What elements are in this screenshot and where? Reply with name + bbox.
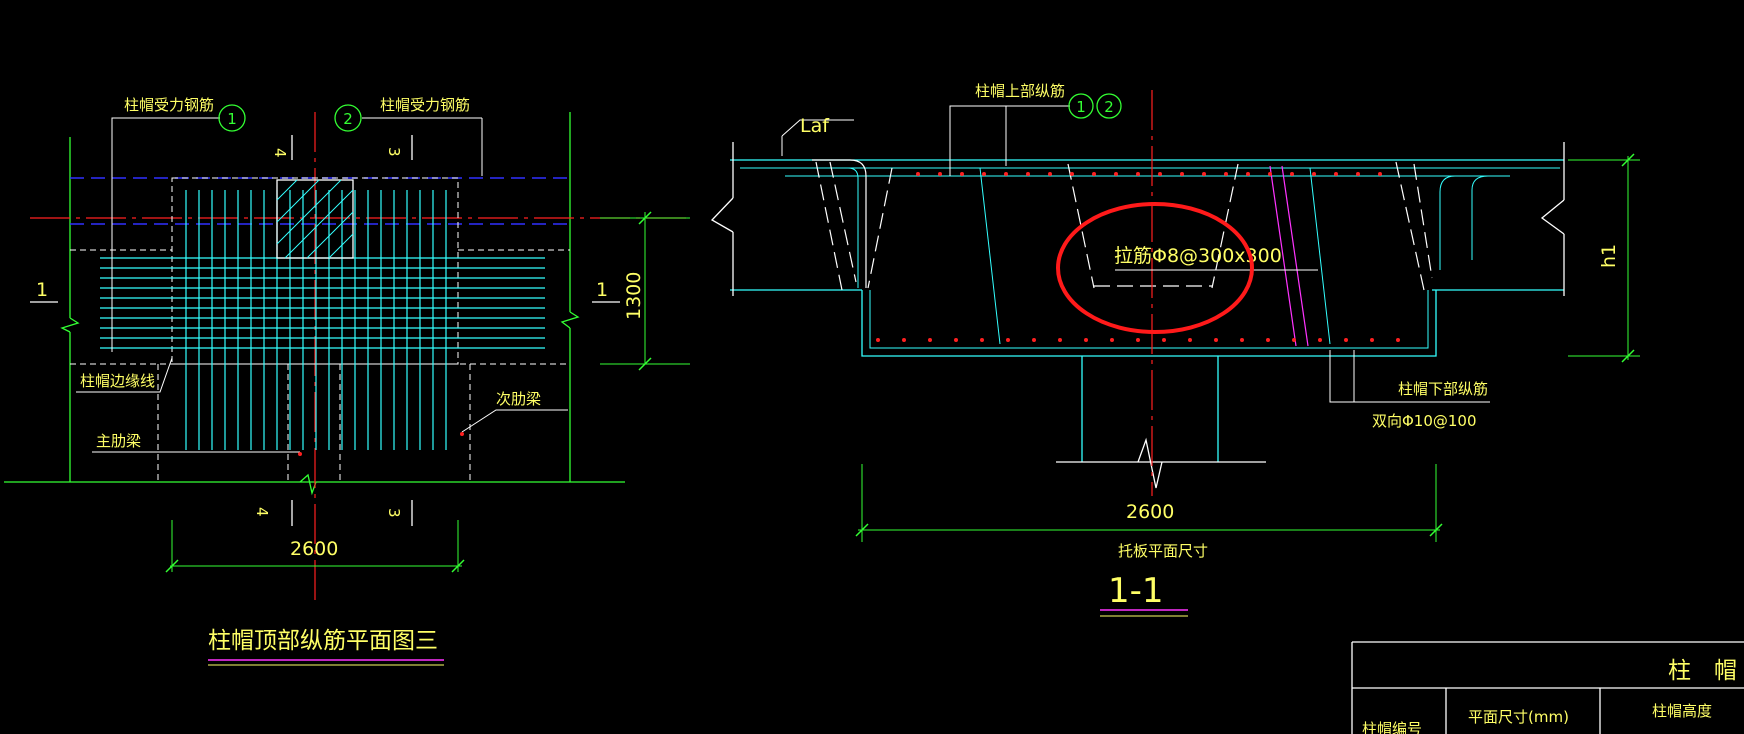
rebar-dot [1110,338,1114,342]
rebar-dot [1266,338,1270,342]
rebar-dot [1268,172,1272,176]
label-plate-size: 托板平面尺寸 [1118,542,1208,560]
bubble-2-plan-text: 2 [343,110,353,128]
highlight-circle [1056,202,1254,334]
rebar-dot [1240,338,1244,342]
table-col-height: 柱帽高度 [1652,702,1712,720]
rebar-dot [876,338,880,342]
rebar-dot [916,172,920,176]
dim-2600-section: 2600 [1126,501,1174,523]
rebar-dot [1312,172,1316,176]
bubble-1-plan [218,104,246,132]
rebar-dot [1026,172,1030,176]
rebar-dot [1334,172,1338,176]
rebar-dot [1004,172,1008,176]
dim-2600-plan: 2600 [290,538,338,560]
rebar-dot [1292,338,1296,342]
rebar-dot [982,172,986,176]
plan-view: 柱帽受力钢筋 1 2 柱帽受力钢筋 4 3 4 3 1 1 1300 2 [4,96,690,666]
section-rebar-dots [876,172,1400,342]
rebar-dot [960,172,964,176]
rebar-dot [1006,338,1010,342]
rebar-dot [1396,338,1400,342]
rebar-dot [1344,338,1348,342]
rebar-dot [1356,172,1360,176]
label-cap-bars-left: 柱帽受力钢筋 [124,96,214,114]
label-bottom-bars: 柱帽下部纵筋 [1398,380,1488,398]
rebar-dot [928,338,932,342]
bubble-2-plan [334,104,362,132]
table-title: 柱 帽 [1668,658,1737,684]
bubble-1-section [1068,93,1094,119]
section-title: 1-1 [1108,571,1164,611]
rebar-dot [980,338,984,342]
rebar-dot [1058,338,1062,342]
table-col-size: 平面尺寸(mm) [1468,708,1569,726]
rebar-dot [1158,172,1162,176]
label-tie-bars: 拉筋Φ8@300x300 [1114,245,1282,267]
label-laf: Laf [800,115,830,137]
dim-1300: 1300 [623,272,645,320]
rebar-dot [1188,338,1192,342]
bubble-1-section-text: 1 [1076,98,1086,116]
label-bottom-spec: 双向Φ10@100 [1372,412,1477,430]
sec-mark-3-top: 3 [385,147,403,157]
rebar-dot [1180,172,1184,176]
table-col-number: 柱帽编号 [1362,720,1422,734]
rebar-dot [902,338,906,342]
rebar-dot [1162,338,1166,342]
rebar-dot [1032,338,1036,342]
rebar-dot [1370,338,1374,342]
rebar-dot [1136,338,1140,342]
plan-rebar-mesh [100,190,545,450]
rebar-dot [1092,172,1096,176]
rebar-dot [1290,172,1294,176]
rebar-dot [1136,172,1140,176]
sec-mark-4-bottom: 4 [253,507,271,517]
rebar-dot [1084,338,1088,342]
rebar-dot [1318,338,1322,342]
sec-mark-3-bottom: 3 [385,508,403,518]
rebar-dot [1214,338,1218,342]
section-view: Laf 柱帽上部纵筋 1 2 拉筋Φ8@300x300 h1 柱帽下部纵筋 双向… [710,82,1640,617]
rebar-dot [938,172,942,176]
label-top-bars: 柱帽上部纵筋 [975,82,1065,100]
rebar-dot [954,338,958,342]
bubble-1-plan-text: 1 [227,110,237,128]
bubble-2-section-text: 2 [1104,98,1114,116]
plan-title: 柱帽顶部纵筋平面图三 [208,628,438,654]
sec-mark-1-left: 1 [36,279,48,301]
rebar-dot [1202,172,1206,176]
sec-mark-4-top: 4 [271,148,289,158]
rebar-dot [1070,172,1074,176]
label-cap-edge-line: 柱帽边缘线 [80,372,155,390]
rebar-dot [1114,172,1118,176]
sec-mark-1-right: 1 [596,279,608,301]
rebar-dot [1048,172,1052,176]
dim-h1: h1 [1598,244,1620,268]
cap-table: 柱 帽 柱帽编号 平面尺寸(mm) 柱帽高度 [1351,641,1744,734]
rebar-dot [1246,172,1250,176]
label-secondary-rib: 次肋梁 [496,390,541,408]
label-main-rib: 主肋梁 [96,432,141,450]
rebar-dot [1378,172,1382,176]
label-cap-bars-right: 柱帽受力钢筋 [380,96,470,114]
bubble-2-section [1096,93,1122,119]
rebar-dot [1224,172,1228,176]
